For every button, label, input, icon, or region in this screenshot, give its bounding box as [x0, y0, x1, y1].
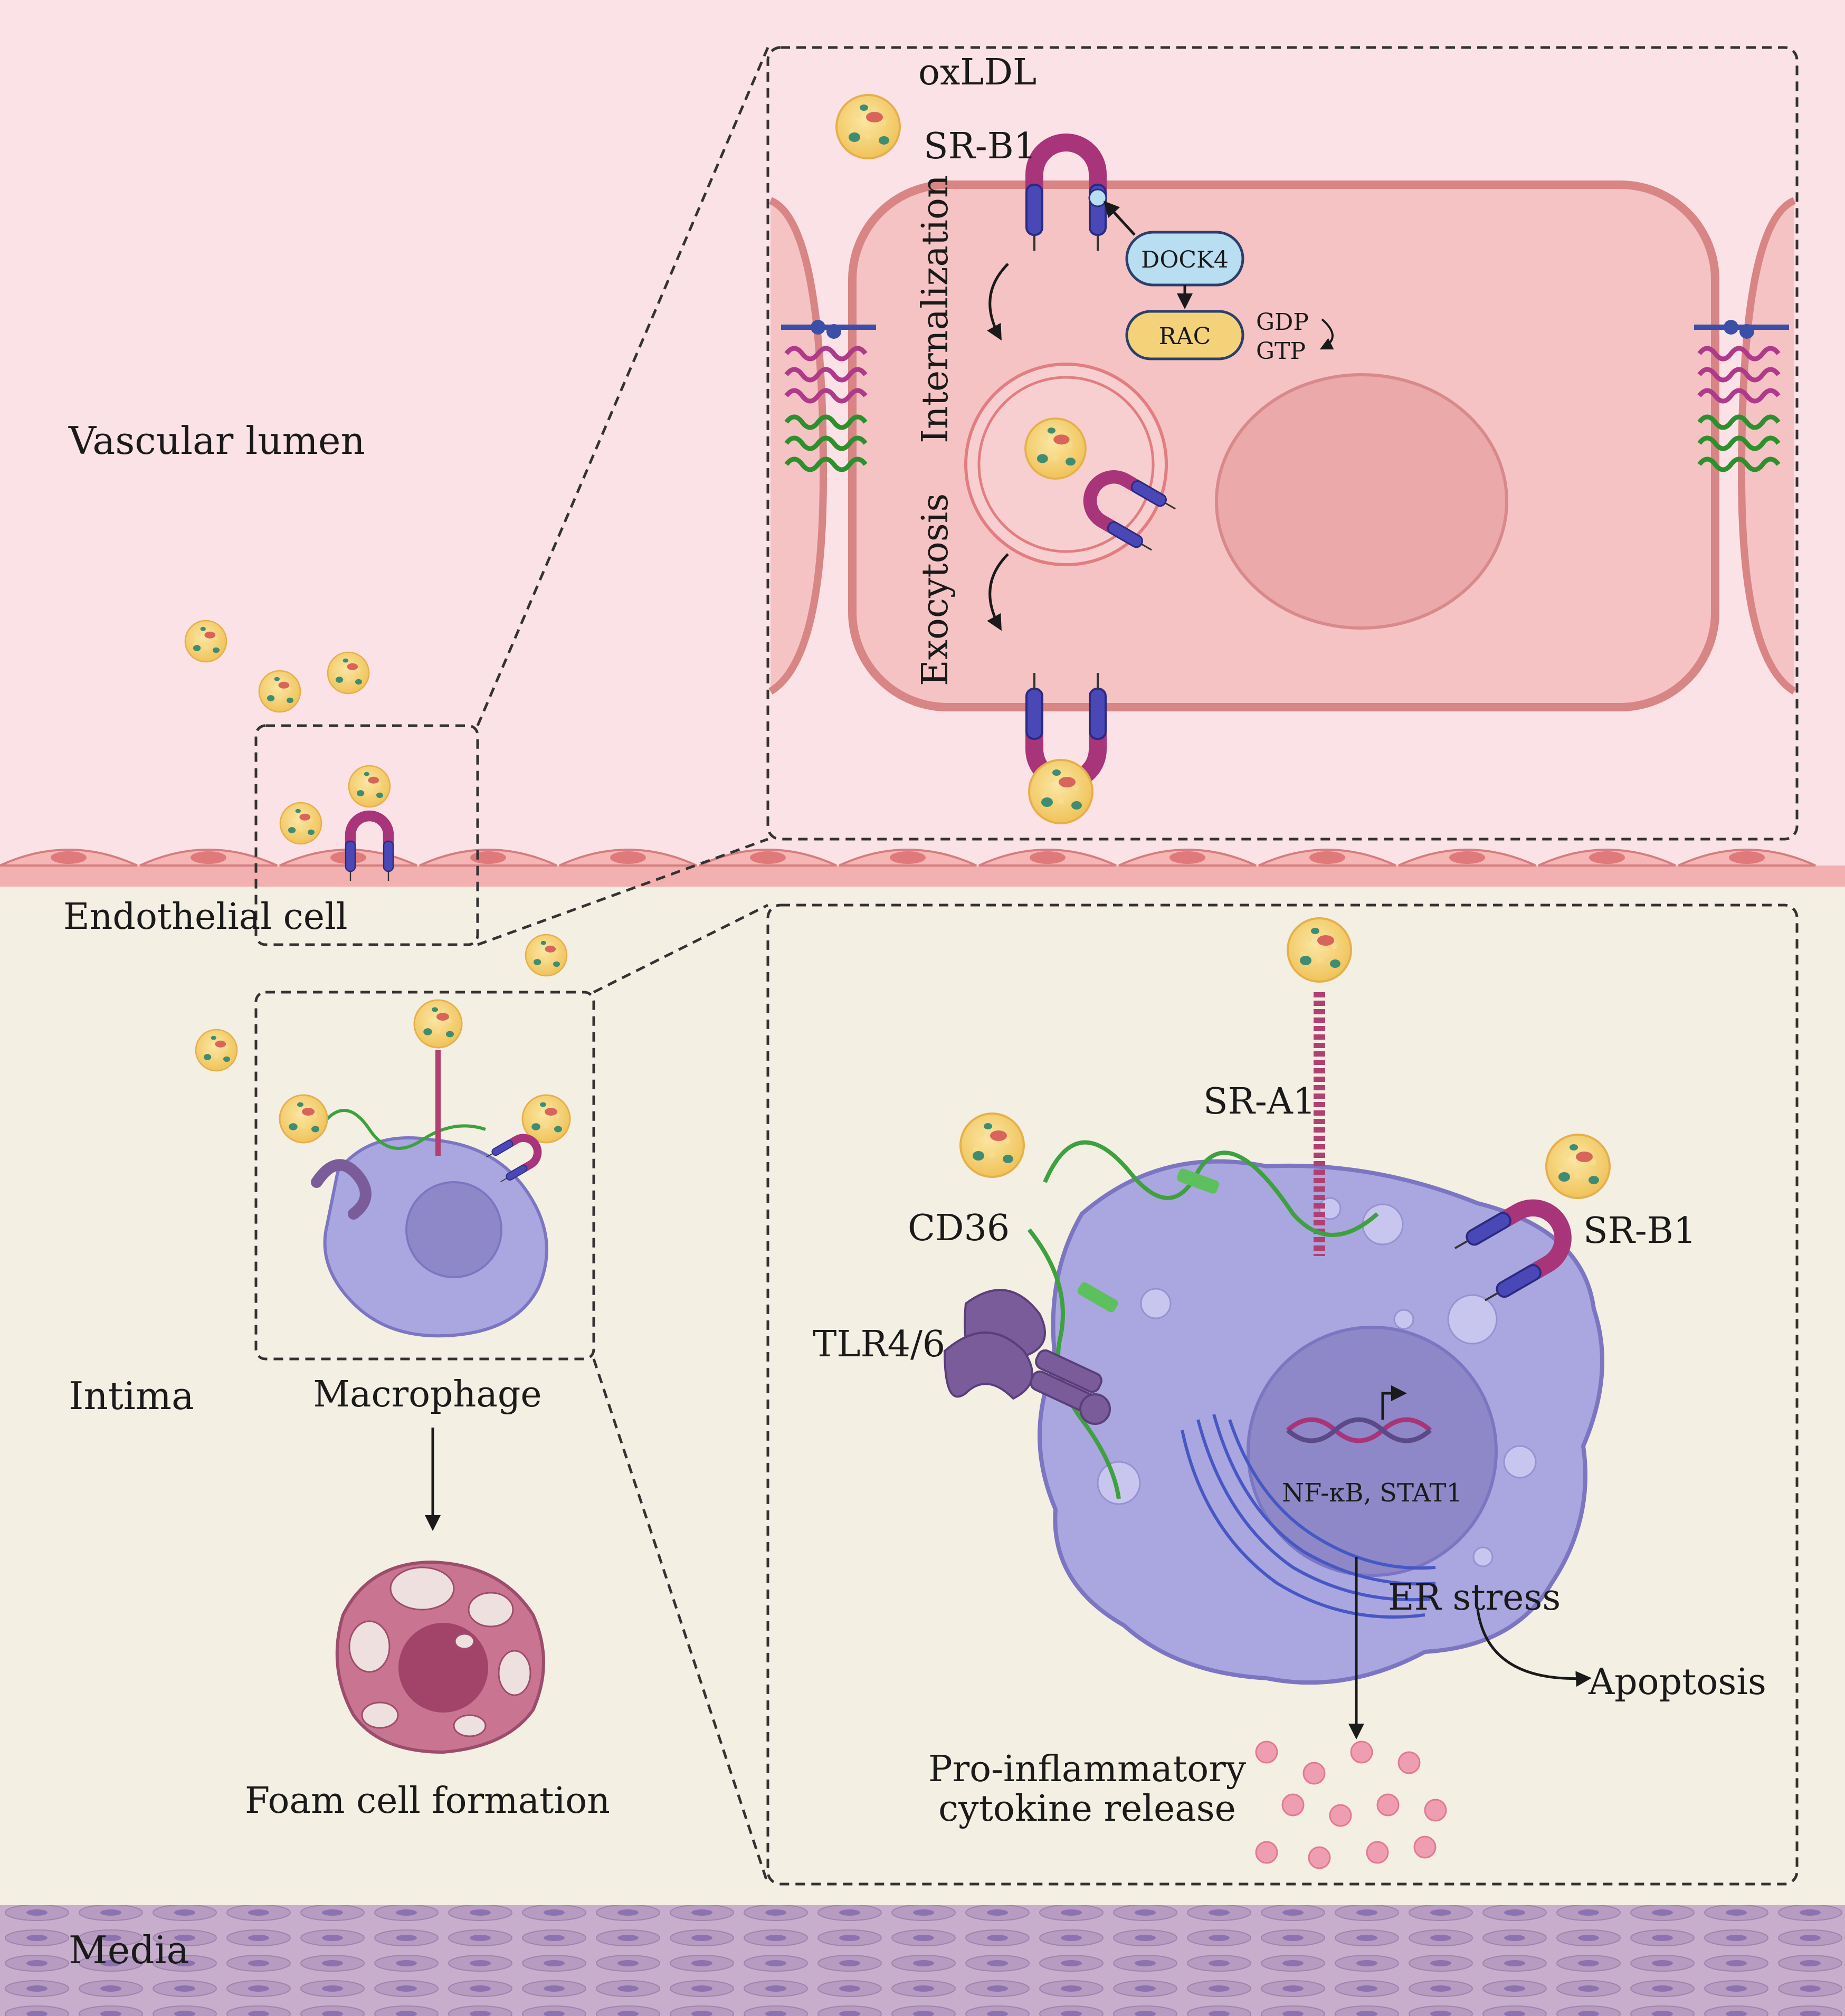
label-cytokine-line1: Pro-inflammatory — [928, 1748, 1247, 1790]
srb1-phospho-site — [1088, 188, 1107, 207]
top-panel — [768, 142, 1796, 824]
label-sra1: SR-A1 — [1203, 1081, 1316, 1123]
bottom-panel — [943, 917, 1611, 1869]
foam-cell — [335, 1560, 545, 1754]
label-rac: RAC — [1159, 323, 1211, 350]
label-macrophage: Macrophage — [313, 1374, 541, 1415]
macrophage-nucleus — [1247, 1326, 1498, 1577]
tlr4-6-receptor — [943, 1289, 1111, 1425]
label-exocytosis: Exocytosis — [915, 493, 956, 686]
label-apoptosis: Apoptosis — [1588, 1661, 1766, 1703]
cd36-receptor — [1043, 1140, 1379, 1237]
label-srb1-top: SR-B1 — [924, 126, 1036, 167]
small-macrophage — [279, 999, 571, 1338]
rac-box — [1125, 310, 1244, 360]
label-srb1-bottom: SR-B1 — [1583, 1210, 1696, 1252]
label-cd36: CD36 — [908, 1207, 1010, 1249]
label-er-stress: ER stress — [1388, 1577, 1561, 1619]
label-tlr4-6: TLR4/6 — [813, 1324, 945, 1365]
label-media: Media — [69, 1928, 189, 1972]
label-cytokine-line2: cytokine release — [938, 1788, 1236, 1830]
endothelial-layer — [0, 849, 1845, 887]
label-gdp: GDP — [1256, 309, 1309, 336]
endothelial-nucleus — [1215, 373, 1508, 630]
label-endothelial-cell: Endothelial cell — [63, 896, 348, 938]
label-internalization: Internalization — [915, 175, 956, 443]
label-intima: Intima — [69, 1374, 194, 1418]
label-vascular-lumen: Vascular lumen — [68, 419, 365, 463]
label-dock4: DOCK4 — [1141, 246, 1229, 273]
label-nfkb-stat1: NF-κB, STAT1 — [1282, 1478, 1462, 1508]
label-foam-cell: Foam cell formation — [245, 1780, 610, 1822]
label-gtp: GTP — [1256, 338, 1306, 365]
zoom-boxes — [254, 46, 1799, 1886]
label-oxldl: oxLDL — [918, 52, 1036, 93]
media-region — [0, 1905, 1845, 2016]
